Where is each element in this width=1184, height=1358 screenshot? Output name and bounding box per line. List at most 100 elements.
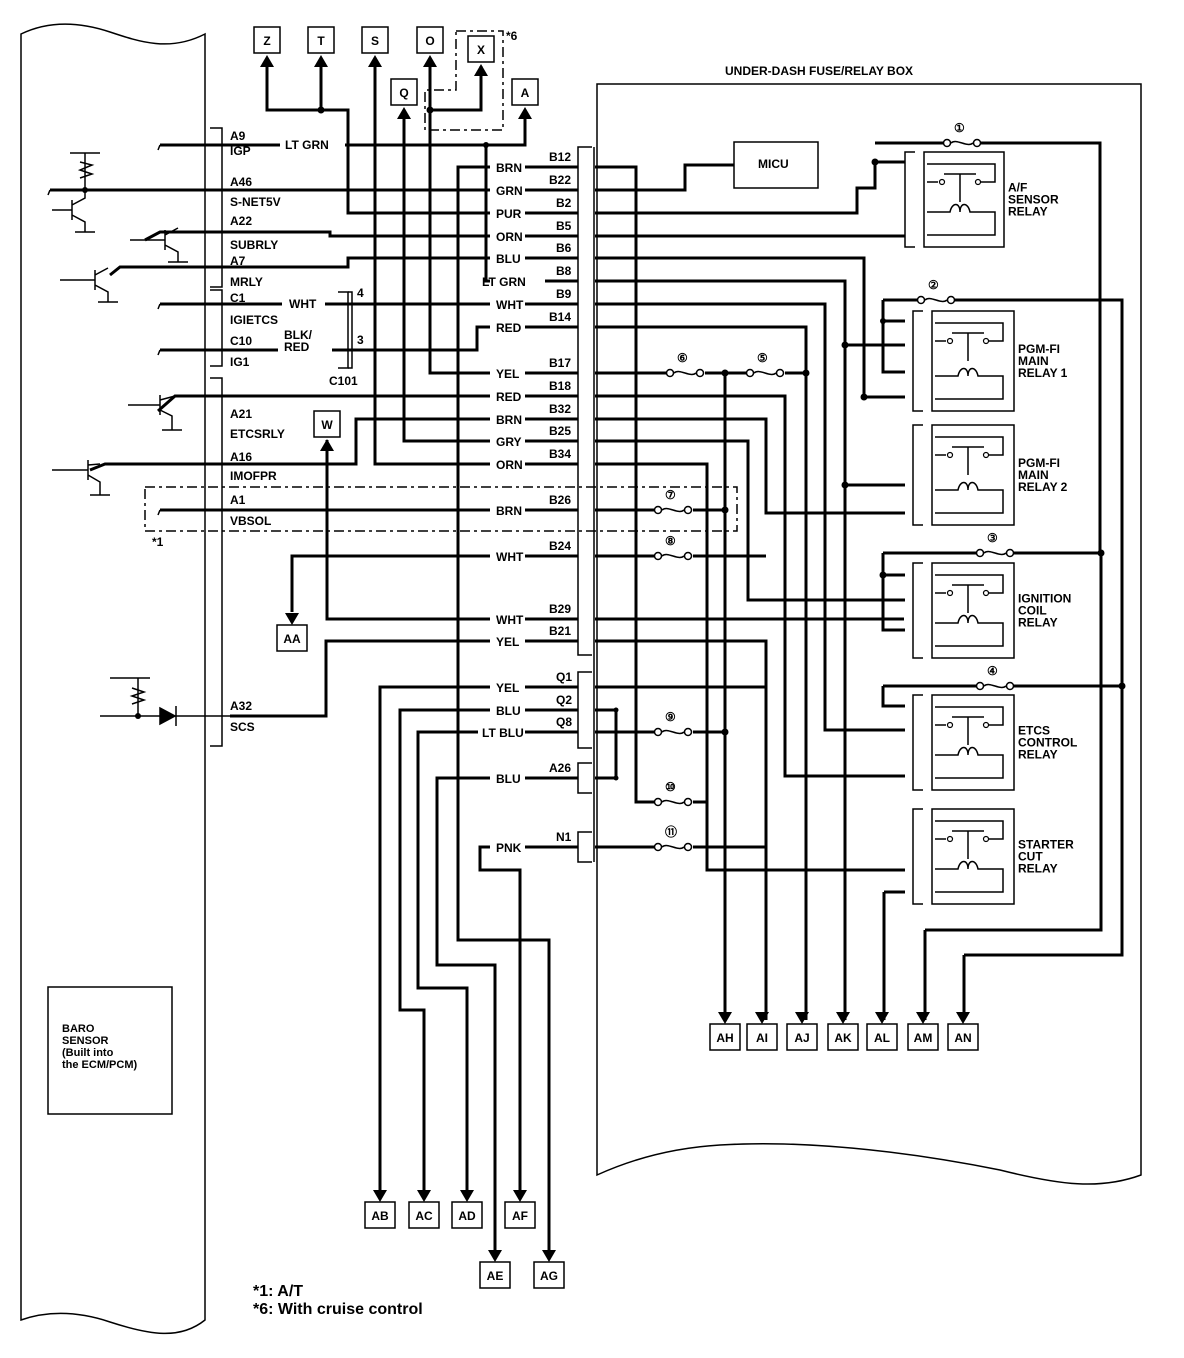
ecm-pin-a22: A22 bbox=[230, 214, 252, 228]
ref-ah: AH bbox=[709, 1012, 741, 1051]
ecm-signal-scs: SCS bbox=[230, 720, 255, 734]
terminal-b14: B14 bbox=[549, 310, 571, 324]
ref-label: AL bbox=[874, 1031, 890, 1045]
terminal-b5: B5 bbox=[556, 219, 572, 233]
ref-label: AM bbox=[914, 1031, 933, 1045]
ref-af: AF bbox=[504, 1190, 536, 1229]
wire-color-b22: GRN bbox=[496, 184, 523, 198]
ecm-signal-igietcs: IGIETCS bbox=[230, 313, 278, 327]
relay-name-line: A/F bbox=[1008, 181, 1027, 195]
relay-name-line: RELAY bbox=[1008, 205, 1048, 219]
fuse-4: ④ bbox=[975, 664, 1015, 691]
wire-color-b24: WHT bbox=[496, 550, 524, 564]
micu-box bbox=[733, 141, 819, 189]
baro-line-2: SENSOR bbox=[62, 1035, 109, 1047]
wire-color-b8: LT GRN bbox=[482, 275, 526, 289]
fuse-2: ② bbox=[916, 278, 956, 305]
ref-ai: AI bbox=[746, 1012, 778, 1051]
ecm-pin-a1: A1 bbox=[230, 493, 246, 507]
fuse-number: ⑦ bbox=[665, 488, 676, 502]
baro-line-1: BARO bbox=[62, 1023, 95, 1035]
ecm-signal-vbsol: VBSOL bbox=[230, 514, 271, 528]
relay-name-line: PGM-FI bbox=[1018, 342, 1060, 356]
ecm-pin-a9: A9 bbox=[230, 129, 246, 143]
fuse-number: ⑧ bbox=[665, 534, 676, 548]
fuse-9: ⑨ bbox=[653, 710, 693, 737]
relay-name-line: RELAY 1 bbox=[1018, 366, 1068, 380]
ref-label: AK bbox=[834, 1031, 852, 1045]
ecm-signal-ig1: IG1 bbox=[230, 355, 250, 369]
wire-color-q8: LT BLU bbox=[482, 726, 524, 740]
fusebox-connector-brackets bbox=[577, 146, 592, 863]
ref-label: AF bbox=[512, 1209, 528, 1223]
wire-color-b21: YEL bbox=[496, 635, 519, 649]
ecm-wire-color: BLK/ bbox=[284, 328, 313, 342]
ref-s: S bbox=[361, 26, 389, 67]
cruise-marker: *6 bbox=[506, 29, 518, 43]
ref-label: X bbox=[477, 43, 485, 57]
ref-label: AA bbox=[283, 632, 301, 646]
fuse-11: ⑪ bbox=[653, 824, 693, 852]
terminal-b25: B25 bbox=[549, 424, 571, 438]
ecm-pin-a16: A16 bbox=[230, 450, 252, 464]
ecm-pin-a21: A21 bbox=[230, 407, 252, 421]
ref-label: AD bbox=[458, 1209, 476, 1223]
wire-color-n1: PNK bbox=[496, 841, 522, 855]
relay-name-line: CONTROL bbox=[1018, 736, 1077, 750]
ref-label: S bbox=[371, 34, 379, 48]
wire-color-b6: BLU bbox=[496, 252, 521, 266]
fuse-10: ⑩ bbox=[653, 780, 693, 807]
transistor-icons bbox=[47, 144, 230, 726]
terminal-b17: B17 bbox=[549, 356, 571, 370]
ref-t: T bbox=[307, 26, 335, 67]
relay-name-line: MAIN bbox=[1018, 468, 1049, 482]
ref-label: O bbox=[425, 34, 434, 48]
relay-name-line: RELAY bbox=[1018, 748, 1058, 762]
wire-color-a26: BLU bbox=[496, 772, 521, 786]
relay-name-line: RELAY bbox=[1018, 616, 1058, 630]
terminal-n1: N1 bbox=[556, 830, 572, 844]
ref-label: AH bbox=[716, 1031, 733, 1045]
fuse-number: ⑩ bbox=[665, 780, 676, 794]
terminal-b24: B24 bbox=[549, 539, 571, 553]
wire-color-b9: WHT bbox=[496, 298, 524, 312]
cruise-dashed-box bbox=[424, 30, 504, 131]
ecm-pin-a7: A7 bbox=[230, 254, 246, 268]
ref-x: X bbox=[467, 35, 495, 76]
wire-color-b18: RED bbox=[496, 390, 522, 404]
relay-name-line: CUT bbox=[1018, 850, 1043, 864]
wire-color-q1: YEL bbox=[496, 681, 519, 695]
terminal-b6: B6 bbox=[556, 241, 572, 255]
ref-o: O bbox=[416, 26, 444, 67]
terminal-b18: B18 bbox=[549, 379, 571, 393]
ref-label: AN bbox=[954, 1031, 971, 1045]
c101-label: C101 bbox=[329, 374, 358, 388]
relay-name-line: STARTER bbox=[1018, 838, 1074, 852]
relay-name-line: RELAY 2 bbox=[1018, 480, 1068, 494]
ecm-wire-color: RED bbox=[284, 340, 310, 354]
wires bbox=[50, 62, 1124, 1255]
ecm-outline bbox=[20, 23, 206, 1335]
ref-label: A bbox=[521, 86, 530, 100]
note-6: *6: With cruise control bbox=[253, 1301, 423, 1318]
terminal-q1: Q1 bbox=[556, 670, 572, 684]
ref-q: Q bbox=[390, 78, 418, 119]
ecm-pin-c1: C1 bbox=[230, 291, 246, 305]
ref-label: AE bbox=[487, 1269, 504, 1283]
note-1: *1: A/T bbox=[253, 1283, 303, 1300]
relay-name-line: PGM-FI bbox=[1018, 456, 1060, 470]
ecm-wire-color: LT GRN bbox=[285, 138, 329, 152]
ref-aa: AA bbox=[276, 613, 308, 652]
ecm-signal-imofpr: IMOFPR bbox=[230, 469, 277, 483]
fuse-5: ⑤ bbox=[745, 351, 785, 378]
ref-ac: AC bbox=[408, 1190, 440, 1229]
wire-color-b12: BRN bbox=[496, 161, 522, 175]
ref-a: A bbox=[511, 78, 539, 119]
fuse-number: ④ bbox=[987, 664, 998, 678]
ref-label: T bbox=[317, 34, 325, 48]
